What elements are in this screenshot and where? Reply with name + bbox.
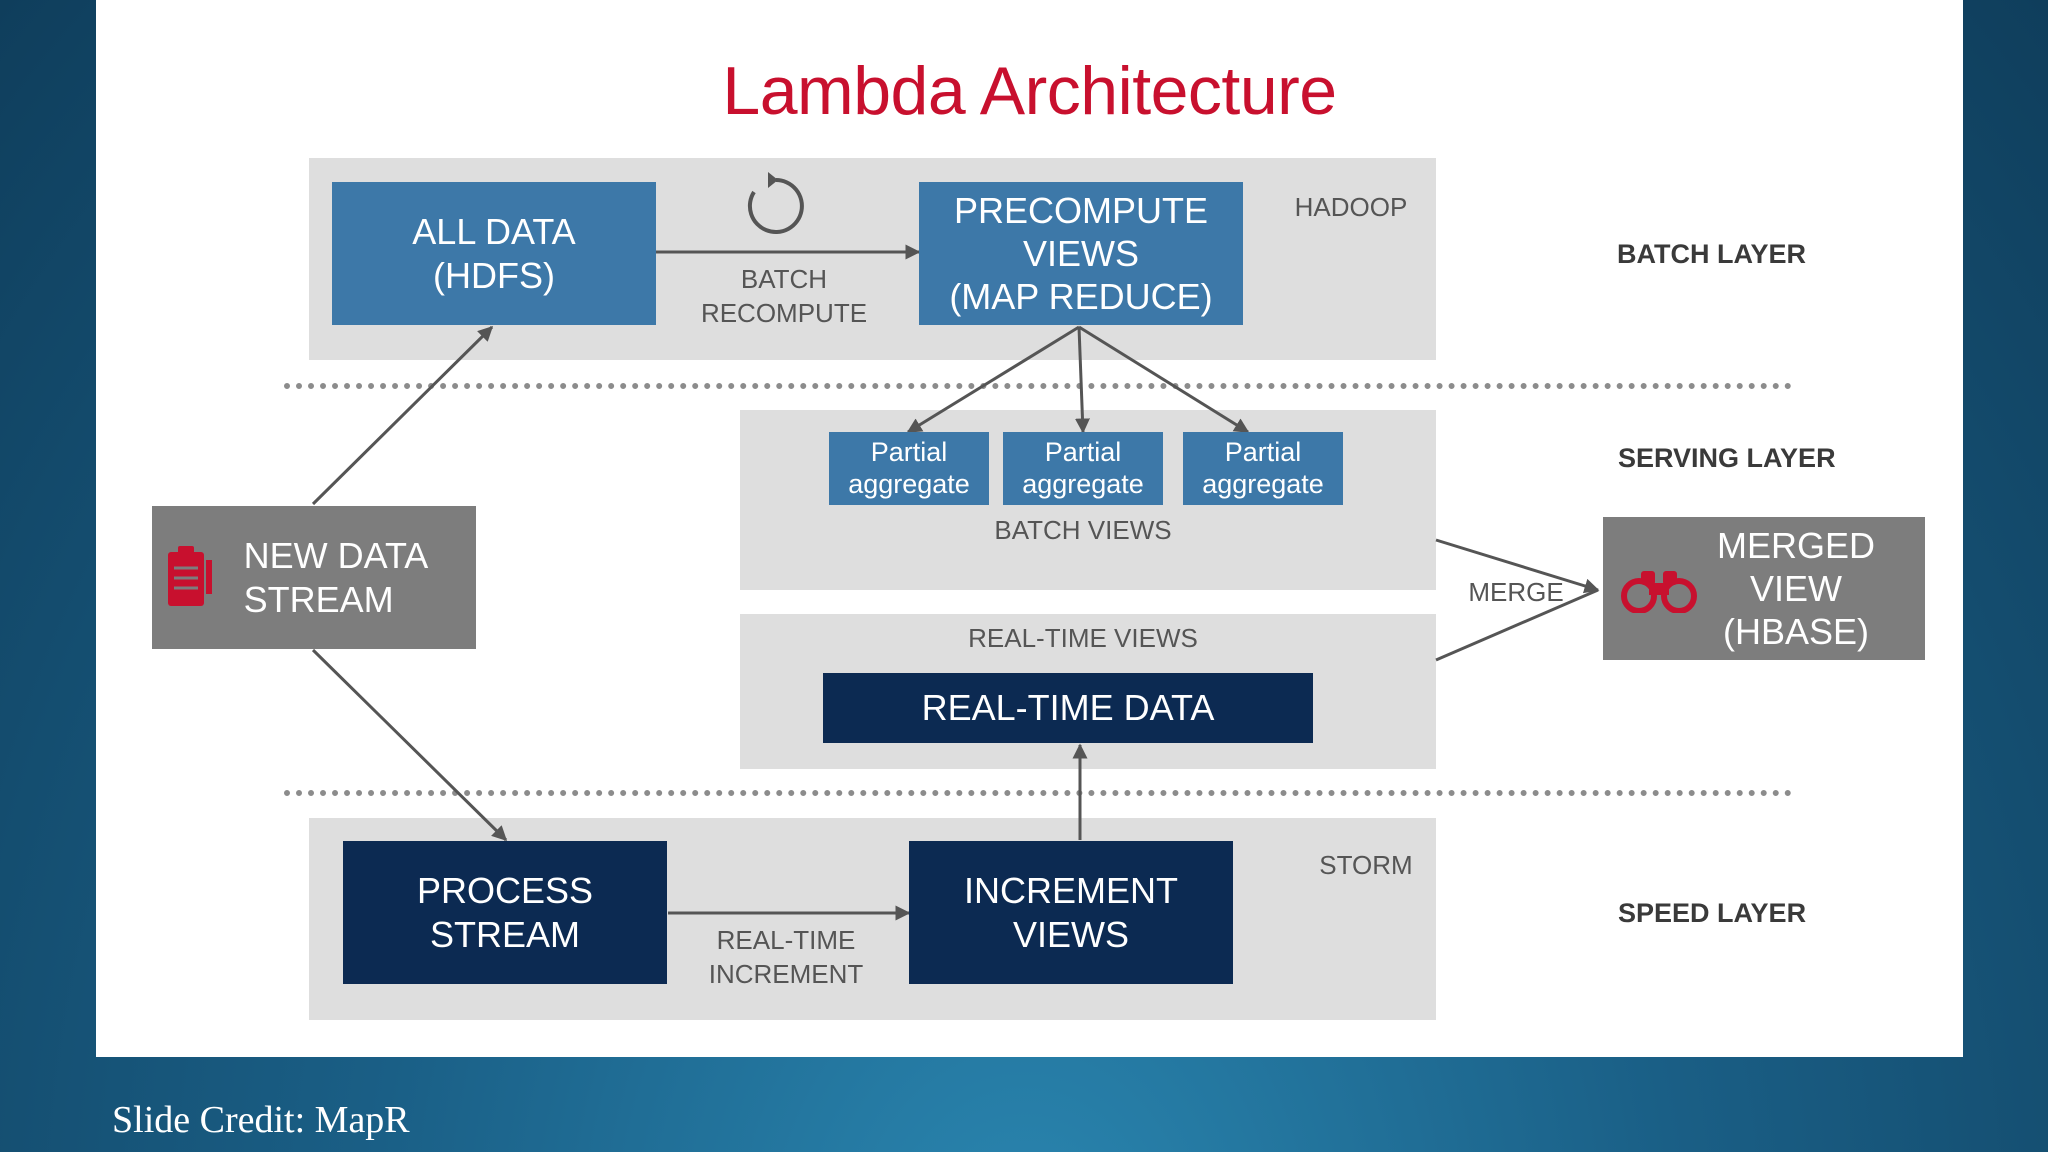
realtime-data-box: REAL-TIME DATA xyxy=(823,673,1313,743)
all-data-line1: ALL DATA xyxy=(412,211,576,253)
new-data-stream-text: NEW DATA STREAM xyxy=(244,534,429,620)
stream-line1: NEW DATA xyxy=(243,535,429,577)
realtime-increment-line2: INCREMENT xyxy=(708,958,864,989)
process-stream-box: PROCESS STREAM xyxy=(343,841,667,984)
realtime-views-label: REAL-TIME VIEWS xyxy=(968,623,1198,653)
page-title: Lambda Architecture xyxy=(722,53,1337,129)
connector-arrows xyxy=(311,244,1600,921)
stream-line2: STREAM xyxy=(243,578,394,620)
partial-aggregate-3-line1: Partial xyxy=(1224,437,1302,468)
merge-line-top xyxy=(1435,538,1600,594)
partial-aggregate-1-line2: aggregate xyxy=(848,468,970,499)
arrow-precompute-to-partial-2 xyxy=(1074,326,1090,434)
arrow-stream-to-alldata xyxy=(311,325,494,506)
merged-line3: (HBASE) xyxy=(1722,611,1869,653)
serving-speed-separator xyxy=(284,790,1792,796)
batch-views-label: BATCH VIEWS xyxy=(994,515,1172,545)
storm-label: STORM xyxy=(1319,850,1413,880)
partial-aggregate-2: Partial aggregate xyxy=(1003,432,1163,505)
precompute-views-box: PRECOMPUTE VIEWS (MAP REDUCE) xyxy=(919,182,1243,325)
serving-layer-label: SERVING LAYER xyxy=(1618,443,1836,473)
realtime-increment-line1: REAL-TIME xyxy=(716,925,856,955)
precompute-line1: PRECOMPUTE xyxy=(953,189,1209,231)
partial-aggregate-1-line1: Partial xyxy=(870,437,948,468)
slide: Lambda Architecture ALL DATA (HDFS) xyxy=(96,0,1963,1057)
merge-label: MERGE xyxy=(1468,577,1564,607)
batch-recompute-line2: RECOMPUTE xyxy=(700,297,868,328)
speed-layer-label: SPEED LAYER xyxy=(1618,898,1807,928)
merge-line-bottom xyxy=(1435,588,1599,662)
new-data-stream-box: NEW DATA STREAM xyxy=(152,506,476,649)
merged-view-text: MERGED VIEW (HBASE) xyxy=(1717,524,1875,654)
merged-line2: VIEW xyxy=(1749,567,1842,609)
batch-layer-label: BATCH LAYER xyxy=(1617,239,1807,269)
partial-aggregate-3-line2: aggregate xyxy=(1202,468,1324,499)
all-data-box: ALL DATA (HDFS) xyxy=(332,182,656,325)
process-line2: STREAM xyxy=(429,913,580,955)
arrow-stream-to-process xyxy=(311,648,508,842)
increment-views-line2: VIEWS xyxy=(1012,913,1129,955)
precompute-line2: VIEWS xyxy=(1022,232,1139,274)
merged-line1: MERGED xyxy=(1716,524,1875,566)
partial-aggregate-3: Partial aggregate xyxy=(1183,432,1343,505)
batch-recompute-label: BATCH RECOMPUTE xyxy=(664,263,904,331)
realtime-increment-label: REAL-TIME INCREMENT xyxy=(666,924,906,992)
precompute-line3: (MAP REDUCE) xyxy=(949,276,1213,318)
process-line1: PROCESS xyxy=(416,870,594,912)
increment-views-line1: INCREMENT xyxy=(964,870,1178,912)
partial-aggregate-1: Partial aggregate xyxy=(829,432,989,505)
slide-credit: Slide Credit: MapR xyxy=(112,1099,410,1141)
all-data-line2: (HDFS) xyxy=(433,254,555,296)
clipboard-icon xyxy=(164,542,214,621)
binoculars-icon xyxy=(1619,569,1699,622)
increment-views-box: INCREMENT VIEWS xyxy=(909,841,1233,984)
partial-aggregate-2-line1: Partial xyxy=(1044,437,1122,468)
hadoop-label: HADOOP xyxy=(1294,192,1408,222)
batch-recompute-line1: BATCH xyxy=(740,264,828,294)
partial-aggregate-2-line2: aggregate xyxy=(1022,468,1144,499)
arrow-precompute-to-partial-1 xyxy=(906,325,1080,434)
merged-view-box: MERGED VIEW (HBASE) xyxy=(1603,517,1925,660)
arrow-precompute-to-partial-3 xyxy=(1078,325,1250,434)
refresh-icon xyxy=(738,168,814,249)
batch-serving-separator xyxy=(284,383,1792,389)
